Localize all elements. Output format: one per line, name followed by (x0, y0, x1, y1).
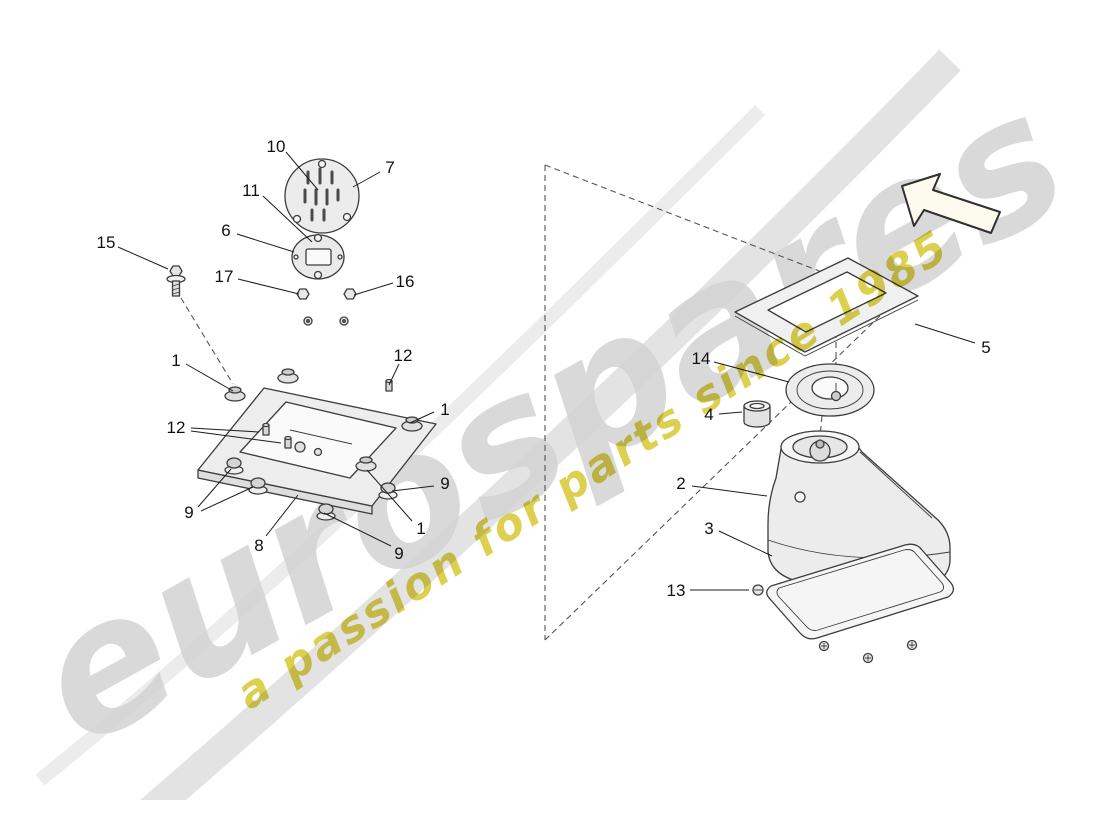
screw (752, 584, 764, 596)
callout-1: 1 (171, 351, 180, 370)
callout-5: 5 (981, 338, 990, 357)
callout-12: 12 (394, 346, 413, 365)
callout-1: 1 (416, 519, 425, 538)
callout-10: 10 (267, 137, 286, 156)
callout-1: 1 (440, 400, 449, 419)
grommet (224, 386, 246, 402)
grommet (277, 368, 299, 384)
stud (378, 482, 398, 500)
pin (262, 422, 270, 436)
callout-13: 13 (667, 581, 686, 600)
leader-line (117, 246, 169, 270)
leader-line (197, 468, 232, 508)
callout-2: 2 (676, 474, 685, 493)
callout-11: 11 (242, 181, 260, 200)
callout-3: 3 (704, 519, 713, 538)
leader-line (323, 512, 392, 547)
grommet (401, 416, 423, 432)
leader-line (388, 363, 400, 386)
callout-4: 4 (704, 405, 713, 424)
leader-line (718, 530, 773, 557)
leader-line (691, 485, 768, 497)
leader-line (190, 430, 282, 444)
stud (248, 477, 268, 495)
leader-line (185, 363, 234, 392)
leader-line (409, 411, 435, 424)
part-vent-cover (284, 158, 360, 234)
callout-17: 17 (215, 267, 234, 286)
callout-16: 16 (396, 272, 415, 291)
stud (316, 503, 336, 521)
part-pins (262, 378, 393, 449)
callout-14: 14 (692, 349, 711, 368)
callout-8: 8 (254, 536, 263, 555)
screw (818, 640, 830, 652)
grommet (355, 456, 377, 472)
leader-line (391, 485, 435, 492)
part-shifter-mount (291, 233, 345, 280)
leader-line (236, 233, 295, 253)
direction-arrow-icon (901, 173, 1001, 234)
part-studs (224, 457, 398, 521)
callout-9: 9 (440, 474, 449, 493)
swoosh-curve-main (140, 49, 961, 800)
leader-line (352, 171, 381, 188)
leader-line (718, 411, 743, 415)
screw (906, 639, 918, 651)
leader-line (190, 427, 260, 433)
part-bracket (197, 387, 437, 515)
part-boot-ring (785, 363, 875, 417)
part-cover-plate (734, 257, 919, 357)
part-gasket (766, 543, 955, 640)
callout-12: 12 (167, 418, 186, 437)
part-grommets (224, 368, 423, 472)
leader-line (262, 195, 313, 243)
stud (224, 457, 244, 475)
callout-7: 7 (385, 158, 394, 177)
leader-line (353, 282, 394, 296)
leader-line (237, 278, 300, 295)
callout-9: 9 (184, 503, 193, 522)
leader-line (200, 486, 254, 512)
leader-line (265, 494, 299, 537)
part-screws (752, 584, 918, 664)
callout-6: 6 (221, 221, 230, 240)
leader-line (285, 151, 319, 191)
callout-9: 9 (394, 544, 403, 563)
part-bolt (166, 265, 186, 297)
leader-line (914, 323, 976, 344)
leader-line (366, 469, 413, 522)
leader-line (713, 361, 790, 383)
part-nuts (296, 288, 357, 326)
callout-15: 15 (97, 233, 116, 252)
pin (284, 435, 292, 449)
screw (862, 652, 874, 664)
part-bushing (743, 400, 771, 428)
